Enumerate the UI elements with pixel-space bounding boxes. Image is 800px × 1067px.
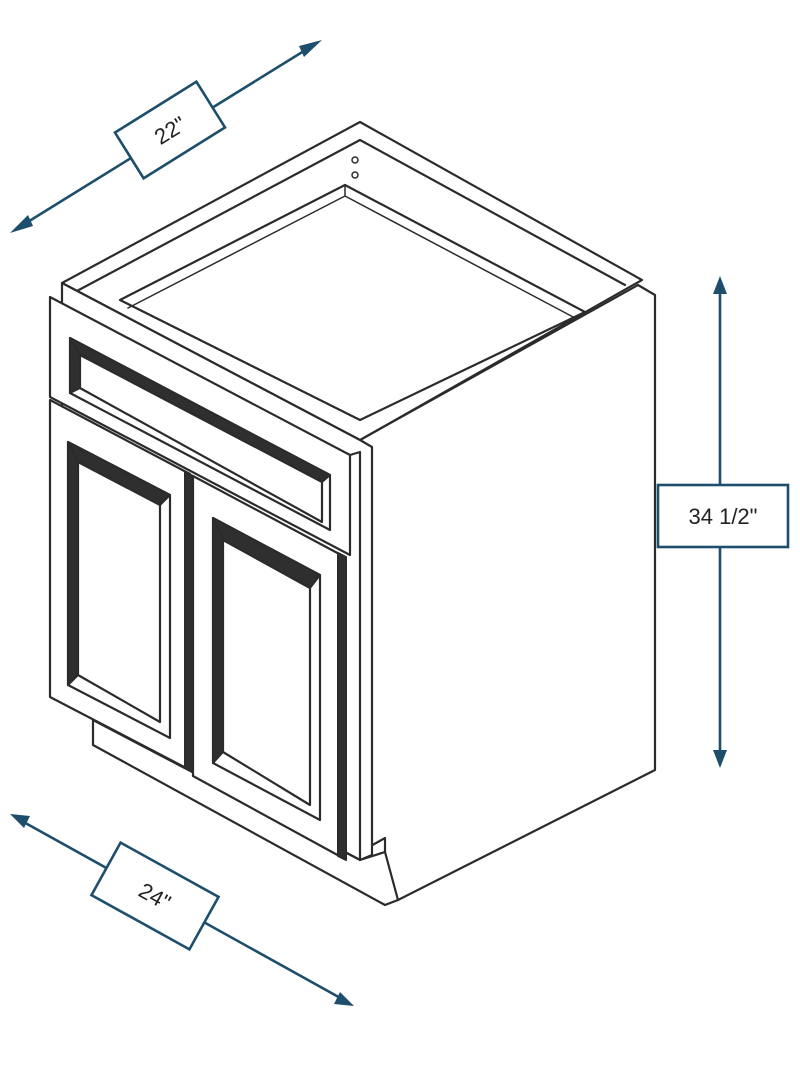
drawer-bevel-left	[69, 337, 81, 394]
left-door-panel-inner	[76, 460, 162, 724]
rim-line	[73, 138, 627, 294]
arrowhead-icon	[10, 215, 33, 233]
height-label: 34 1/2"	[689, 504, 758, 529]
cabinet	[48, 120, 657, 907]
depth-label-box	[113, 79, 227, 181]
width-label-box	[89, 840, 221, 952]
width-dimension: 24"	[10, 814, 354, 1006]
inner-left-line	[127, 195, 346, 309]
depth-dimension: 22"	[10, 40, 322, 233]
hinge-hole	[351, 156, 359, 164]
stile-edge	[348, 450, 362, 862]
height-label-box	[656, 483, 790, 549]
right-door[interactable]	[191, 474, 347, 861]
left-door-bevel-left	[67, 441, 79, 686]
left-door-edge	[184, 471, 194, 773]
arrowhead-icon	[10, 814, 30, 828]
arrowhead-icon	[299, 40, 322, 57]
right-door-edge	[337, 552, 347, 861]
height-dimension: 34 1/2"	[656, 276, 790, 768]
left-door[interactable]	[48, 398, 194, 773]
hinge-hole	[351, 171, 359, 179]
right-door-panel-inner	[221, 538, 312, 807]
arrowhead-icon	[713, 750, 727, 768]
right-door-bevel-left	[212, 517, 224, 764]
arrowhead-icon	[334, 992, 354, 1006]
arrowhead-icon	[713, 276, 727, 294]
drawer[interactable]	[48, 295, 352, 557]
